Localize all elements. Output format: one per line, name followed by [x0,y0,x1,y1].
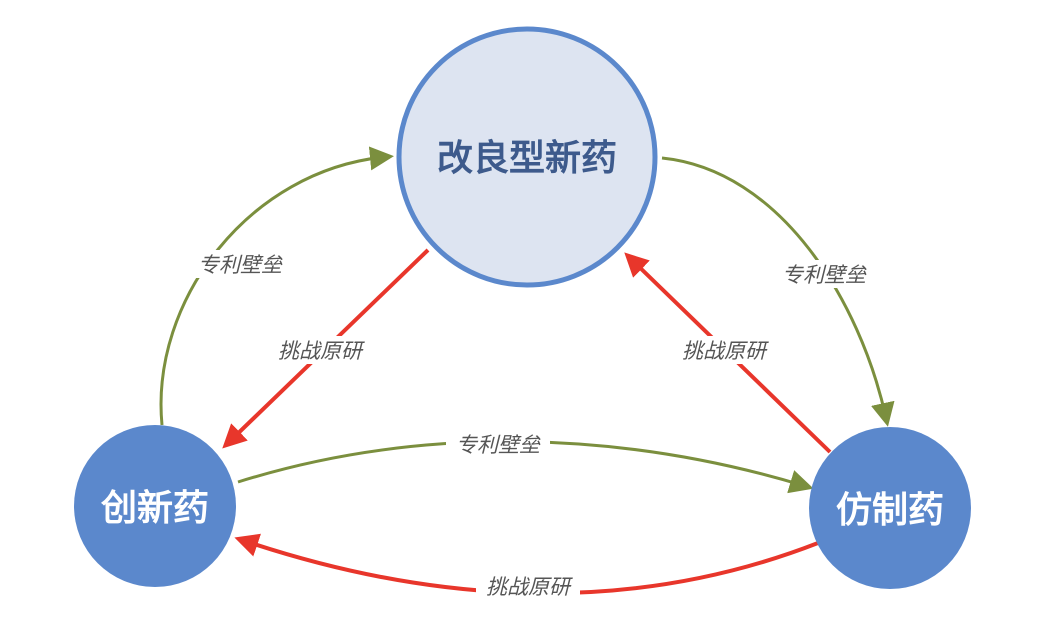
label-improved-to-innovative: 挑战原研 [278,339,365,363]
label-improved-to-generic: 专利壁垒 [782,263,867,287]
node-generic-drug: 仿制药 [809,427,971,589]
label-innovative-to-improved: 专利壁垒 [198,253,283,277]
label-innovative-to-generic: 专利壁垒 [456,433,541,457]
node-innovative-drug-label: 创新药 [101,488,209,529]
label-generic-to-innovative: 挑战原研 [486,575,573,599]
edge-improved-to-generic [661,156,895,427]
node-generic-drug-label: 仿制药 [836,490,944,531]
node-improved-drug: 改良型新药 [396,26,658,288]
label-generic-to-improved: 挑战原研 [682,339,769,363]
node-innovative-drug: 创新药 [74,425,236,587]
node-improved-drug-label: 改良型新药 [437,138,617,179]
edge-innovative-to-improved [159,146,394,426]
